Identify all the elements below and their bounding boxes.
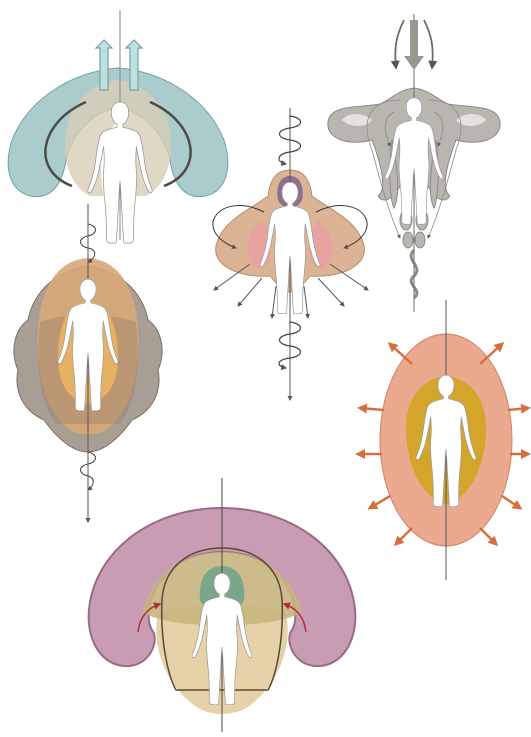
- out-arrow-5: [318, 278, 344, 306]
- gray-drop-3: [403, 232, 413, 248]
- radial-arrow-3: [360, 408, 384, 410]
- panel-top-left: [8, 10, 228, 243]
- radial-arrow-9: [396, 528, 412, 544]
- radial-arrow-8: [502, 496, 520, 508]
- radial-arrow-7: [370, 496, 390, 508]
- out-arrow-2: [238, 278, 262, 306]
- out-arrow-3: [272, 286, 276, 318]
- panel-middle-right: [358, 300, 528, 580]
- radial-arrow-10: [480, 528, 496, 544]
- panel-middle-left: [14, 204, 162, 522]
- panel-bottom: [89, 478, 356, 732]
- panel-center: [213, 108, 368, 400]
- flow-curve-top-left: [395, 20, 404, 68]
- out-arrow-4: [304, 286, 308, 318]
- flow-curve-top-right: [424, 20, 433, 68]
- gray-drop-4: [415, 232, 425, 248]
- down-arrow-center-icon: [404, 20, 424, 70]
- radial-arrow-4: [508, 408, 528, 410]
